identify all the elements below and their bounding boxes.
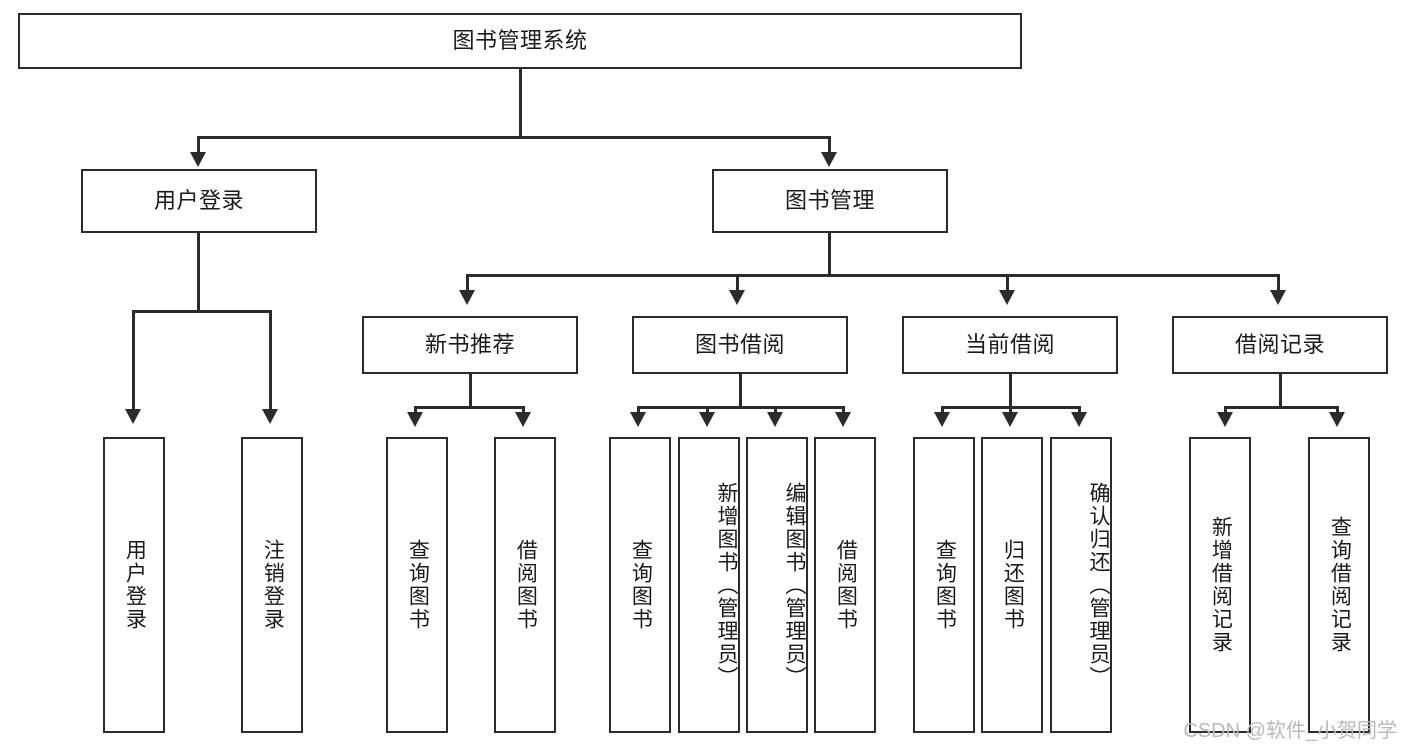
arrow-to-current-borrow bbox=[999, 290, 1015, 305]
arrow-to-nbr-leaf-1 bbox=[407, 412, 423, 427]
connector-book-management-bar bbox=[466, 274, 1280, 277]
node-root-book-management-system[interactable]: 图书管理系统 bbox=[18, 13, 1022, 69]
node-label: 归还图书 bbox=[1001, 539, 1025, 631]
node-label: 当前借阅 bbox=[964, 332, 1055, 358]
node-new-book-recommend[interactable]: 新书推荐 bbox=[362, 316, 578, 374]
connector-br-stem bbox=[1279, 374, 1282, 408]
node-label: 新增借阅记录 bbox=[1209, 516, 1233, 654]
connector-user-login-stem bbox=[197, 233, 200, 312]
node-book-management[interactable]: 图书管理 bbox=[712, 169, 948, 233]
leaf-nbr-query-book[interactable]: 查询图书 bbox=[386, 437, 448, 733]
node-label: 查询借阅记录 bbox=[1328, 516, 1352, 654]
arrow-to-user-login bbox=[190, 152, 206, 167]
connector-root-to-l2-1 bbox=[197, 136, 200, 154]
connector-br-bar bbox=[1224, 406, 1339, 409]
connector-bb-bar bbox=[637, 406, 845, 409]
connector-nbr-drop-1 bbox=[414, 406, 417, 414]
arrow-to-leaf-logout bbox=[262, 409, 278, 424]
connector-bb-drop-4 bbox=[842, 406, 845, 414]
node-label: 新书推荐 bbox=[424, 332, 515, 358]
leaf-cb-confirm-return-admin[interactable]: 确认归还（管理员） bbox=[1050, 437, 1112, 733]
connector-user-login-bar bbox=[132, 310, 271, 313]
leaf-user-login[interactable]: 用户登录 bbox=[103, 437, 165, 733]
connector-cb-stem bbox=[1009, 374, 1012, 408]
arrow-to-borrow-record bbox=[1270, 290, 1286, 305]
connector-nbr-bar bbox=[414, 406, 525, 409]
arrow-to-br-leaf-2 bbox=[1329, 412, 1345, 427]
connector-nbr-stem bbox=[469, 374, 472, 408]
leaf-nbr-borrow-book[interactable]: 借阅图书 bbox=[494, 437, 556, 733]
node-user-login[interactable]: 用户登录 bbox=[81, 169, 317, 233]
node-current-borrow[interactable]: 当前借阅 bbox=[902, 316, 1118, 374]
node-label: 图书管理 bbox=[784, 188, 875, 214]
node-book-borrow[interactable]: 图书借阅 bbox=[632, 316, 848, 374]
connector-bm-drop-4 bbox=[1277, 274, 1280, 292]
arrow-to-nbr-leaf-2 bbox=[515, 412, 531, 427]
arrow-to-bb-leaf-2 bbox=[699, 412, 715, 427]
leaf-bb-edit-book-admin[interactable]: 编辑图书（管理员） bbox=[746, 437, 808, 733]
connector-bb-drop-2 bbox=[706, 406, 709, 414]
arrow-to-bb-leaf-4 bbox=[835, 412, 851, 427]
node-label: 借阅图书 bbox=[514, 539, 538, 631]
connector-cb-drop-2 bbox=[1009, 406, 1012, 414]
leaf-logout[interactable]: 注销登录 bbox=[241, 437, 303, 733]
node-label: 查询图书 bbox=[933, 539, 957, 631]
node-label: 用户登录 bbox=[123, 539, 147, 631]
connector-br-drop-2 bbox=[1336, 406, 1339, 414]
leaf-br-add-record[interactable]: 新增借阅记录 bbox=[1189, 437, 1251, 733]
arrow-to-bb-leaf-1 bbox=[630, 412, 646, 427]
connector-user-login-drop-2 bbox=[269, 310, 272, 411]
connector-bm-drop-3 bbox=[1006, 274, 1009, 292]
node-label: 用户登录 bbox=[153, 188, 244, 214]
connector-nbr-drop-2 bbox=[522, 406, 525, 414]
node-label: 查询图书 bbox=[629, 539, 653, 631]
node-label: 图书管理系统 bbox=[452, 28, 588, 54]
connector-bm-drop-2 bbox=[736, 274, 739, 292]
connector-cb-drop-3 bbox=[1078, 406, 1081, 414]
connector-book-management-stem bbox=[828, 233, 831, 276]
node-label: 编辑图书（管理员） bbox=[783, 481, 806, 689]
arrow-to-cb-leaf-2 bbox=[1002, 412, 1018, 427]
connector-br-drop-1 bbox=[1224, 406, 1227, 414]
leaf-bb-borrow-book[interactable]: 借阅图书 bbox=[814, 437, 876, 733]
node-label: 图书借阅 bbox=[694, 332, 785, 358]
arrow-to-book-borrow bbox=[729, 290, 745, 305]
connector-user-login-drop-1 bbox=[132, 310, 135, 411]
leaf-cb-return-book[interactable]: 归还图书 bbox=[981, 437, 1043, 733]
connector-root-stem bbox=[519, 69, 522, 138]
connector-root-to-l2-2 bbox=[828, 136, 831, 154]
node-label: 借阅图书 bbox=[834, 539, 858, 631]
arrow-to-bb-leaf-3 bbox=[767, 412, 783, 427]
arrow-to-book-management bbox=[821, 152, 837, 167]
arrow-to-cb-leaf-1 bbox=[934, 412, 950, 427]
leaf-cb-query-book[interactable]: 查询图书 bbox=[913, 437, 975, 733]
node-label: 新增图书（管理员） bbox=[715, 481, 738, 689]
node-borrow-record[interactable]: 借阅记录 bbox=[1172, 316, 1388, 374]
connector-cb-drop-1 bbox=[941, 406, 944, 414]
node-label: 查询图书 bbox=[406, 539, 430, 631]
node-label: 借阅记录 bbox=[1234, 332, 1325, 358]
node-label: 注销登录 bbox=[261, 539, 285, 631]
connector-root-bar bbox=[197, 136, 831, 139]
leaf-br-query-record[interactable]: 查询借阅记录 bbox=[1308, 437, 1370, 733]
connector-bb-stem bbox=[739, 374, 742, 408]
leaf-bb-add-book-admin[interactable]: 新增图书（管理员） bbox=[678, 437, 740, 733]
connector-bb-drop-3 bbox=[774, 406, 777, 414]
node-label: 确认归还（管理员） bbox=[1087, 481, 1110, 689]
leaf-bb-query-book[interactable]: 查询图书 bbox=[609, 437, 671, 733]
arrow-to-br-leaf-1 bbox=[1217, 412, 1233, 427]
arrow-to-leaf-user-login bbox=[125, 409, 141, 424]
connector-bb-drop-1 bbox=[637, 406, 640, 414]
connector-bm-drop-1 bbox=[466, 274, 469, 292]
arrow-to-cb-leaf-3 bbox=[1071, 412, 1087, 427]
arrow-to-new-book-recommend bbox=[459, 290, 475, 305]
watermark-text: CSDN @软件_小贺同学 bbox=[1183, 720, 1397, 742]
